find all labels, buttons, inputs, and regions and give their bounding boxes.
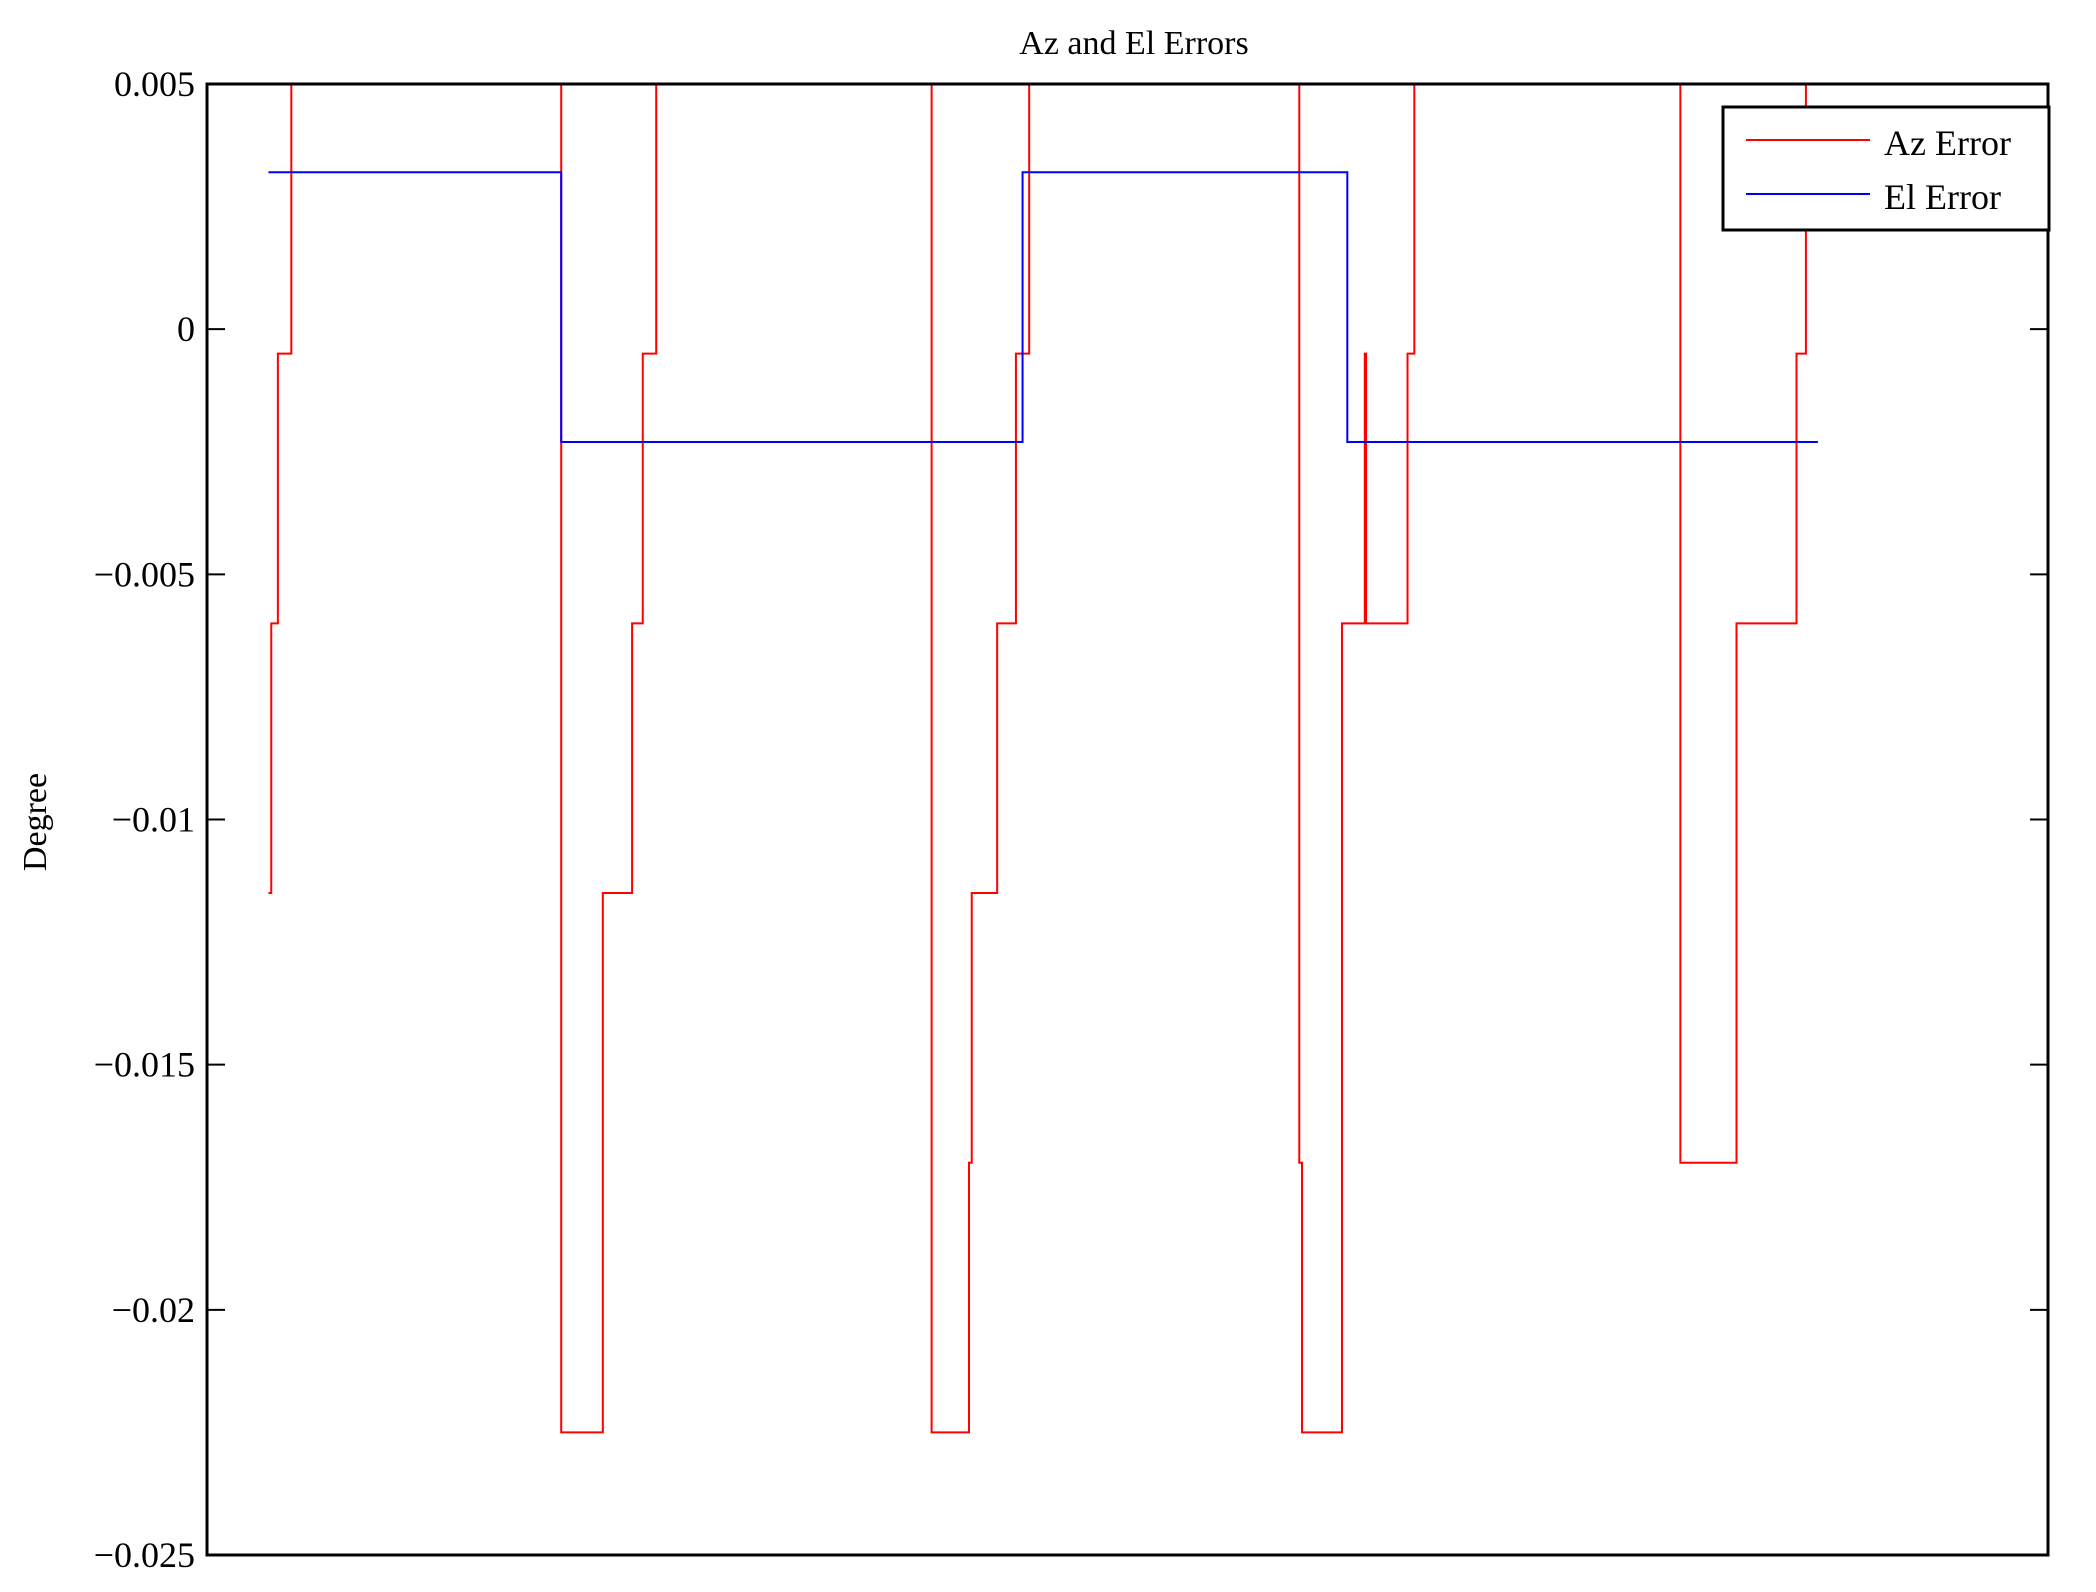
legend-box <box>1721 105 2051 232</box>
series-line-el-error <box>268 171 1818 443</box>
legend-label-az-error: Az Error <box>1884 123 2011 163</box>
series-layer <box>268 83 1818 1434</box>
y-tick-label: −0.025 <box>94 1535 195 1575</box>
legend-label-el-error: El Error <box>1884 177 2001 217</box>
chart-title: Az and El Errors <box>1019 25 1248 62</box>
y-tick-label: −0.005 <box>94 554 195 594</box>
plot-area-frame <box>205 82 2050 1557</box>
y-tick-label: 0 <box>177 309 195 349</box>
y-tick-label: −0.01 <box>112 800 195 840</box>
legend: Az Error El Error <box>1721 105 2051 232</box>
y-tick-label: −0.02 <box>112 1290 195 1330</box>
y-axis-label: Degree <box>17 773 54 871</box>
y-ticks: 0.005 0 −0.005 −0.01 −0.015 −0.02 −0.025 <box>94 64 2048 1575</box>
y-tick-label: −0.015 <box>94 1045 195 1085</box>
y-tick-label: 0.005 <box>114 64 195 104</box>
series-line-az-error <box>268 83 1818 1434</box>
